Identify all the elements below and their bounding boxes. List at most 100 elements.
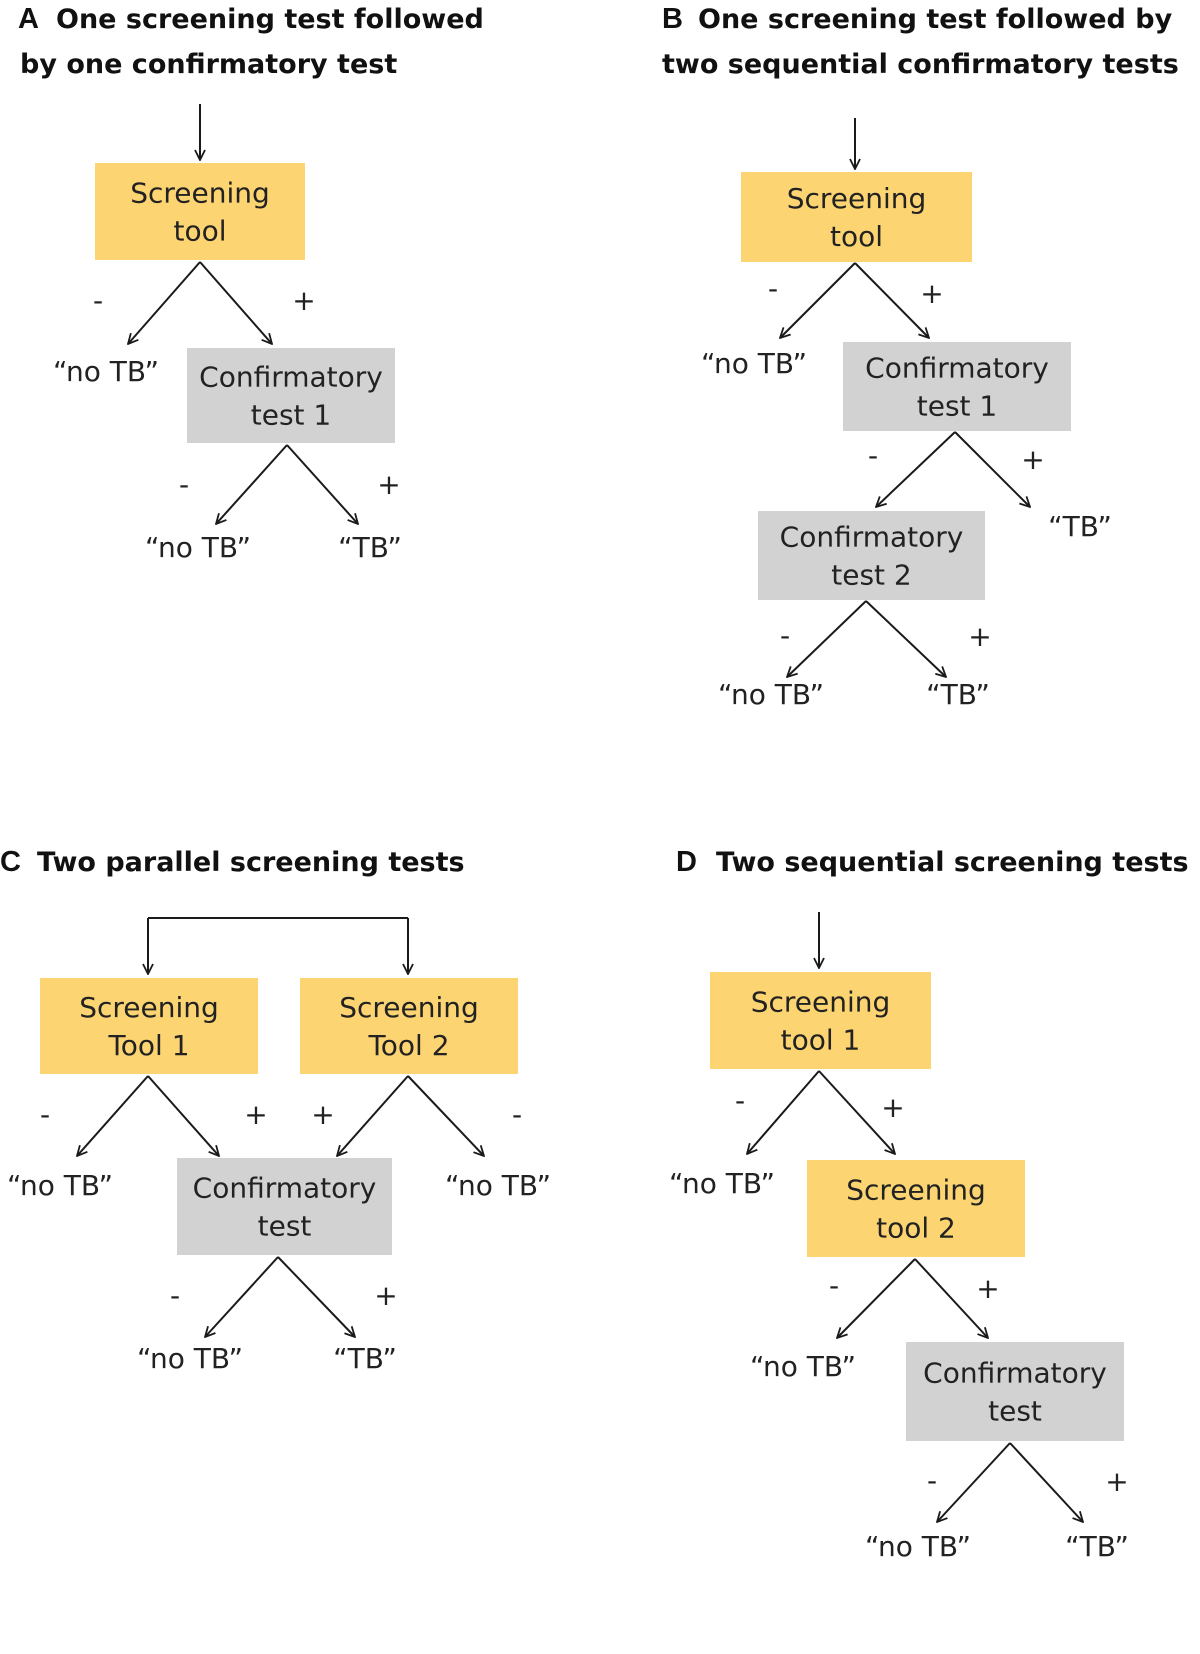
arrow-3: [199, 261, 272, 344]
a-s4-positive-sign: +: [377, 468, 400, 501]
panel-c-letter: C: [0, 846, 21, 878]
panel-b-letter: B: [662, 3, 683, 35]
d-conf-box: [906, 1342, 1124, 1441]
d-screen1-box: [710, 972, 931, 1069]
c-screen1-box: [40, 978, 258, 1074]
b-s3-negative-sign: -: [868, 439, 878, 472]
b-s2-positive-sign: +: [920, 277, 943, 310]
c-screen2-box: [300, 978, 518, 1074]
c-s5-negative-sign: -: [170, 1279, 180, 1312]
d-s1-negative-sign: -: [735, 1084, 745, 1117]
b-s6-positive-sign: +: [968, 620, 991, 653]
d-s3-negative-sign: -: [829, 1269, 839, 1302]
arrow-20: [205, 1256, 279, 1337]
arrow-11: [787, 600, 867, 677]
b-out1-outcome-label: “no TB”: [701, 347, 807, 380]
arrow-21: [277, 1256, 355, 1337]
a-screen-label-line-1: Screening: [130, 177, 270, 210]
panel-d-title-line-1: Two sequential screening tests: [716, 847, 1189, 878]
a-out3-outcome-label: “TB”: [338, 531, 402, 564]
c-screen1-label-line-1: Screening: [79, 991, 219, 1024]
c-conf-label-line-2: test: [258, 1210, 312, 1243]
d-out4-outcome-label: “TB”: [1065, 1530, 1129, 1563]
a-out1-outcome-label: “no TB”: [53, 355, 159, 388]
arrow-12: [865, 600, 946, 677]
c-s4-negative-sign: -: [512, 1098, 522, 1131]
c-conf-box: [177, 1158, 392, 1255]
d-s5-negative-sign: -: [927, 1464, 937, 1497]
c-screen1-label-line-2: Tool 1: [107, 1029, 189, 1062]
arrow-9: [876, 431, 956, 507]
a-screen-box: [95, 163, 305, 260]
b-out4-outcome-label: “TB”: [926, 678, 990, 711]
a-conf1-box: [187, 348, 395, 443]
c-s3-positive-sign: +: [311, 1098, 334, 1131]
d-out3-outcome-label: “no TB”: [865, 1530, 971, 1563]
arrow-24: [818, 1070, 895, 1154]
d-screen2-label-line-2: tool 2: [876, 1212, 956, 1245]
panel-a-letter: A: [18, 3, 39, 35]
panel-d-letter: D: [676, 846, 697, 878]
arrow-17: [147, 1075, 219, 1156]
panel-a-title-line-2: by one confirmatory test: [20, 49, 397, 80]
d-screen2-label-line-1: Screening: [846, 1174, 986, 1207]
a-s3-negative-sign: -: [179, 468, 189, 501]
d-screen1-label-line-1: Screening: [751, 986, 891, 1019]
a-conf1-label-line-1: Confirmatory: [199, 361, 383, 394]
c-out4-outcome-label: “TB”: [333, 1342, 397, 1375]
b-out3-outcome-label: “no TB”: [718, 678, 824, 711]
c-out1-outcome-label: “no TB”: [7, 1169, 113, 1202]
arrow-7: [780, 262, 856, 338]
d-conf-label-line-1: Confirmatory: [923, 1357, 1107, 1390]
a-s2-positive-sign: +: [292, 284, 315, 317]
d-s2-positive-sign: +: [881, 1091, 904, 1124]
b-conf2-label-line-2: test 2: [831, 559, 912, 592]
b-conf1-box: [843, 342, 1071, 431]
c-out3-outcome-label: “no TB”: [137, 1342, 243, 1375]
panel-b-title-line-2: two sequential confirmatory tests: [662, 49, 1179, 80]
arrow-8: [854, 262, 929, 338]
d-screen1-label-line-2: tool 1: [781, 1024, 861, 1057]
arrow-4: [216, 444, 288, 524]
b-screen-label-line-1: Screening: [787, 182, 927, 215]
c-out2-outcome-label: “no TB”: [445, 1169, 551, 1202]
arrow-26: [914, 1258, 988, 1338]
panel-c-title-line-1: Two parallel screening tests: [37, 847, 465, 878]
d-out1-outcome-label: “no TB”: [669, 1167, 775, 1200]
b-s5-negative-sign: -: [780, 619, 790, 652]
b-conf2-box: [758, 511, 985, 600]
b-s4-positive-sign: +: [1021, 443, 1044, 476]
arrow-27: [937, 1442, 1011, 1522]
b-s1-negative-sign: -: [768, 272, 778, 305]
d-s4-positive-sign: +: [976, 1272, 999, 1305]
c-screen2-label-line-2: Tool 2: [367, 1029, 449, 1062]
arrow-19: [407, 1075, 484, 1156]
c-s6-positive-sign: +: [374, 1279, 397, 1312]
b-screen-label-line-2: tool: [830, 220, 883, 253]
d-out2-outcome-label: “no TB”: [750, 1350, 856, 1383]
c-conf-label-line-1: Confirmatory: [193, 1172, 377, 1205]
arrow-16: [77, 1075, 149, 1156]
arrow-23: [747, 1070, 820, 1154]
arrow-28: [1009, 1442, 1083, 1522]
d-s6-positive-sign: +: [1105, 1465, 1128, 1498]
arrow-25: [837, 1258, 916, 1338]
arrow-5: [286, 444, 358, 524]
panel-b-title-line-1: One screening test followed by: [698, 4, 1173, 35]
d-screen2-box: [807, 1160, 1025, 1257]
c-s2-positive-sign: +: [244, 1098, 267, 1131]
a-screen-label-line-2: tool: [173, 215, 226, 248]
panel-a-title-line-1: One screening test followed: [56, 4, 484, 35]
arrow-10: [954, 431, 1030, 507]
c-screen2-label-line-1: Screening: [339, 991, 479, 1024]
b-conf1-label-line-1: Confirmatory: [865, 352, 1049, 385]
d-conf-label-line-2: test: [988, 1395, 1042, 1428]
c-s1-negative-sign: -: [40, 1098, 50, 1131]
b-out2-outcome-label: “TB”: [1048, 510, 1112, 543]
arrow-2: [128, 261, 201, 344]
b-conf1-label-line-2: test 1: [917, 390, 998, 423]
a-s1-negative-sign: -: [93, 284, 103, 317]
b-screen-box: [741, 172, 972, 262]
arrow-18: [337, 1075, 409, 1156]
